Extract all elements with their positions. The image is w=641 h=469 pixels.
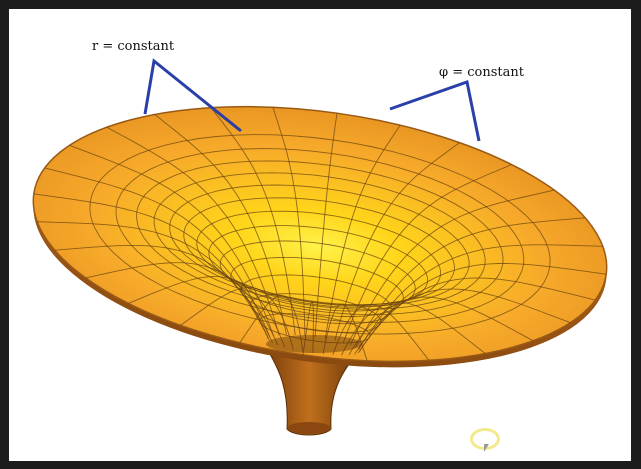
- throat-stem: [266, 348, 363, 436]
- phi-constant-line: [85, 262, 279, 346]
- phi-constant-line: [348, 296, 534, 356]
- slide-panel: r = constant φ = constant: [9, 9, 631, 461]
- phi-constant-line: [357, 277, 596, 354]
- phi-constant-line: [354, 288, 571, 355]
- phi-constant-line: [342, 164, 512, 343]
- phi-constant-line: [106, 126, 280, 336]
- embedding-diagram: [32, 58, 608, 436]
- phi-constant-line: [314, 113, 338, 338]
- coordinate-grid: [33, 107, 607, 361]
- phi-constant-line: [349, 189, 555, 346]
- phi-constant-line: [128, 276, 286, 348]
- stem-bottom: [287, 422, 331, 434]
- phi-constant-line: [355, 217, 586, 348]
- mouse-pointer-icon: [484, 444, 489, 452]
- phi-constant-line: [44, 167, 271, 338]
- phi-constant-line: [154, 114, 287, 335]
- phi-constant-line: [302, 300, 314, 355]
- phi-constant-line: [332, 304, 430, 361]
- funnel-mouth: [266, 335, 362, 353]
- phi-constant-line: [69, 144, 274, 336]
- label-phi-constant: φ = constant: [439, 65, 524, 80]
- phi-constant-line: [359, 263, 607, 352]
- phi-constant-line: [334, 142, 460, 341]
- phi-constant-line: [33, 193, 269, 339]
- phi-constant-line: [324, 124, 401, 339]
- phi-constant-pointer: [389, 80, 481, 142]
- label-r-constant: r = constant: [92, 39, 175, 54]
- phi-constant-line: [358, 244, 603, 350]
- phi-constant-line: [210, 107, 296, 336]
- r-constant-pointer: [143, 58, 242, 133]
- phi-constant-line: [272, 107, 306, 336]
- phi-constant-line: [37, 221, 270, 341]
